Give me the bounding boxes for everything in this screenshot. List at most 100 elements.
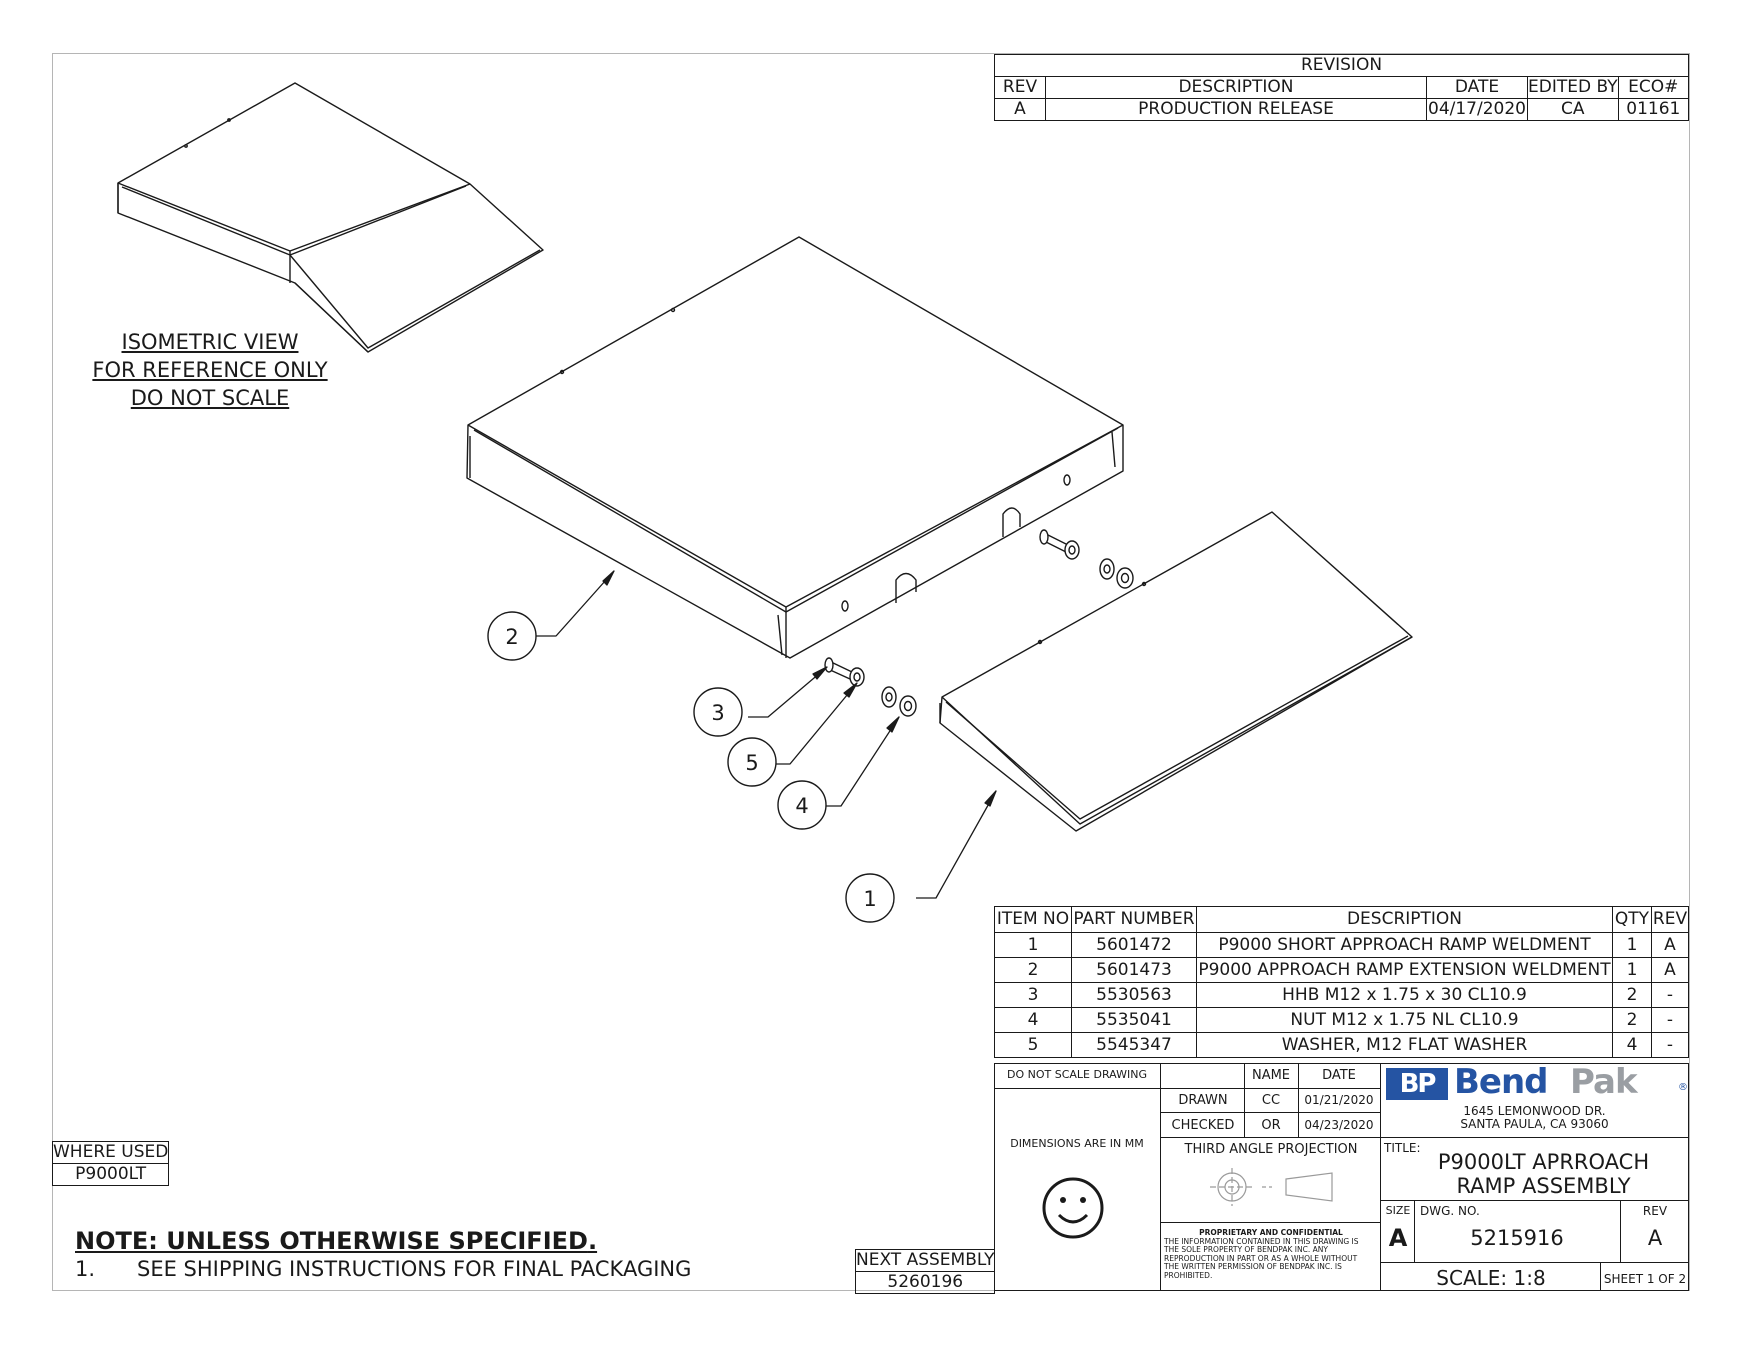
proprietary-title: PROPRIETARY AND CONFIDENTIAL bbox=[1199, 1228, 1343, 1237]
drawing-title-line-1: P9000LT APRROACH bbox=[1437, 1150, 1650, 1174]
iso-note-line-2: FOR REFERENCE ONLY bbox=[92, 358, 328, 382]
iso-note-line-3: DO NOT SCALE bbox=[130, 386, 290, 410]
bolt-upper bbox=[1039, 529, 1080, 560]
rev-header: REV bbox=[994, 76, 1046, 99]
bom-cell: - bbox=[1651, 982, 1689, 1008]
washer-nut-upper bbox=[1099, 558, 1134, 589]
revision-header-row: REV DESCRIPTION DATE EDITED BY ECO# bbox=[994, 76, 1690, 99]
balloon-3: 3 bbox=[711, 701, 724, 725]
isometric-view-ramp bbox=[117, 82, 544, 353]
rev-label: REV bbox=[1642, 1204, 1668, 1218]
bom-cell: NUT M12 x 1.75 NL CL10.9 bbox=[1196, 1007, 1613, 1033]
eco-header: ECO# bbox=[1617, 76, 1690, 99]
date-header: DATE bbox=[1426, 76, 1528, 99]
revision-cell: 04/17/2020 bbox=[1426, 98, 1528, 121]
drawing-title: P9000LT APRROACH RAMP ASSEMBLY bbox=[1400, 1150, 1687, 1198]
size-value: A bbox=[1388, 1224, 1408, 1252]
bom-cell: - bbox=[1651, 1007, 1689, 1033]
bom-header-rev: REV bbox=[1651, 906, 1689, 933]
bom-cell: 5545347 bbox=[1071, 1032, 1197, 1058]
bom-cell: 1 bbox=[1612, 957, 1652, 983]
checked-label: CHECKED bbox=[1171, 1118, 1235, 1133]
bom-cell: 2 bbox=[994, 957, 1072, 983]
bom-cell: P9000 APPROACH RAMP EXTENSION WELDMENT bbox=[1196, 957, 1613, 983]
bom-cell: 4 bbox=[994, 1007, 1072, 1033]
proprietary-line: REPRODUCTION IN PART OR AS A WHOLE WITHO… bbox=[1164, 1253, 1358, 1263]
logo-pak: Pak bbox=[1570, 1062, 1638, 1102]
scale-label: SCALE: 1:8 bbox=[1436, 1266, 1546, 1290]
drawn-name: CC bbox=[1261, 1093, 1281, 1108]
balloon-1: 1 bbox=[863, 887, 876, 911]
bom-cell: 2 bbox=[1612, 1007, 1652, 1033]
bom-cell: - bbox=[1651, 1032, 1689, 1058]
balloon-4: 4 bbox=[795, 794, 808, 818]
proprietary-line: THE SOLE PROPERTY OF BENDPAK INC. ANY bbox=[1164, 1245, 1328, 1255]
bom-header-description: DESCRIPTION bbox=[1196, 906, 1613, 933]
balloon-circles bbox=[487, 611, 895, 923]
date-header: DATE bbox=[1322, 1068, 1356, 1083]
bom-cell: 1 bbox=[1612, 932, 1652, 958]
dwg-no-value: 5215916 bbox=[1470, 1226, 1564, 1250]
next-assembly-table: NEXT ASSEMBLY 5260196 bbox=[854, 1249, 996, 1294]
bom-header-row: ITEM NO PART NUMBER DESCRIPTION QTY REV bbox=[994, 906, 1689, 933]
isometric-view-note: ISOMETRIC VIEW FOR REFERENCE ONLY DO NOT… bbox=[70, 328, 350, 412]
leader-lines bbox=[536, 570, 997, 899]
drawing-title-line-2: RAMP ASSEMBLY bbox=[1456, 1174, 1631, 1198]
where-used-value: P9000LT bbox=[51, 1163, 170, 1186]
bom-cell: 5601473 bbox=[1071, 957, 1197, 983]
next-assembly-label: NEXT ASSEMBLY bbox=[854, 1249, 996, 1272]
bendpak-logo: BP Bend Pak ® bbox=[1386, 1062, 1688, 1102]
projection-label: THIRD ANGLE PROJECTION bbox=[1184, 1142, 1358, 1157]
bom-header-qty: QTY bbox=[1612, 906, 1652, 933]
proprietary-line: THE INFORMATION CONTAINED IN THIS DRAWIN… bbox=[1164, 1237, 1359, 1246]
balloon-2: 2 bbox=[505, 625, 518, 649]
company-address: 1645 LEMONWOOD DR. SANTA PAULA, CA 93060 bbox=[1382, 1105, 1687, 1131]
smiley-face-icon bbox=[1042, 1177, 1104, 1239]
notes-heading: NOTE: UNLESS OTHERWISE SPECIFIED. bbox=[75, 1227, 597, 1255]
proprietary-text: THE INFORMATION CONTAINED IN THIS DRAWIN… bbox=[1164, 1237, 1380, 1280]
note-item-number: 1. bbox=[75, 1257, 96, 1281]
description-header: DESCRIPTION bbox=[1045, 76, 1427, 99]
revision-row: A PRODUCTION RELEASE 04/17/2020 CA 01161 bbox=[994, 98, 1690, 121]
do-not-scale-label: DO NOT SCALE DRAWING bbox=[1007, 1068, 1147, 1081]
notes-heading-period: . bbox=[587, 1227, 598, 1255]
where-used-table: WHERE USED P9000LT bbox=[51, 1141, 170, 1186]
logo-registered: ® bbox=[1678, 1082, 1688, 1093]
proprietary-line: PROHIBITED. bbox=[1164, 1270, 1213, 1280]
ramp-extension-weldment bbox=[466, 236, 1124, 659]
iso-note-line-1: ISOMETRIC VIEW bbox=[121, 330, 299, 354]
bom-cell: 5601472 bbox=[1071, 932, 1197, 958]
where-used-label: WHERE USED bbox=[51, 1141, 170, 1164]
checked-date: 04/23/2020 bbox=[1304, 1118, 1374, 1132]
sheet-label: SHEET 1 OF 2 bbox=[1603, 1272, 1687, 1286]
note-item-text: SEE SHIPPING INSTRUCTIONS FOR FINAL PACK… bbox=[137, 1257, 692, 1281]
address-line-1: 1645 LEMONWOOD DR. bbox=[1463, 1104, 1606, 1118]
bom-cell: A bbox=[1651, 957, 1689, 983]
revision-cell: 01161 bbox=[1617, 98, 1690, 121]
bom-cell: 4 bbox=[1612, 1032, 1652, 1058]
bolt-lower bbox=[824, 657, 865, 687]
revision-cell: CA bbox=[1527, 98, 1619, 121]
third-angle-projection-icon bbox=[1210, 1168, 1333, 1206]
notes-heading-text: NOTE: UNLESS OTHERWISE SPECIFIED bbox=[75, 1227, 588, 1255]
logo-bp-mark: BP bbox=[1386, 1068, 1448, 1100]
revision-table: REVISION REV DESCRIPTION DATE EDITED BY … bbox=[994, 54, 1690, 121]
name-header: NAME bbox=[1251, 1068, 1291, 1083]
dwg-no-label: DWG. NO. bbox=[1420, 1204, 1480, 1218]
logo-bend: Bend bbox=[1454, 1062, 1549, 1102]
drawn-label: DRAWN bbox=[1178, 1093, 1228, 1108]
bom-cell: 1 bbox=[994, 932, 1072, 958]
bom-cell: P9000 SHORT APPROACH RAMP WELDMENT bbox=[1196, 932, 1613, 958]
bom-cell: 5 bbox=[994, 1032, 1072, 1058]
bill-of-materials-table: ITEM NO PART NUMBER DESCRIPTION QTY REV … bbox=[994, 906, 1689, 1058]
title-label: TITLE: bbox=[1384, 1141, 1421, 1155]
next-assembly-value: 5260196 bbox=[854, 1271, 996, 1294]
title-block bbox=[994, 1063, 1689, 1291]
bom-cell: 3 bbox=[994, 982, 1072, 1008]
bom-header-part-number: PART NUMBER bbox=[1071, 906, 1197, 933]
